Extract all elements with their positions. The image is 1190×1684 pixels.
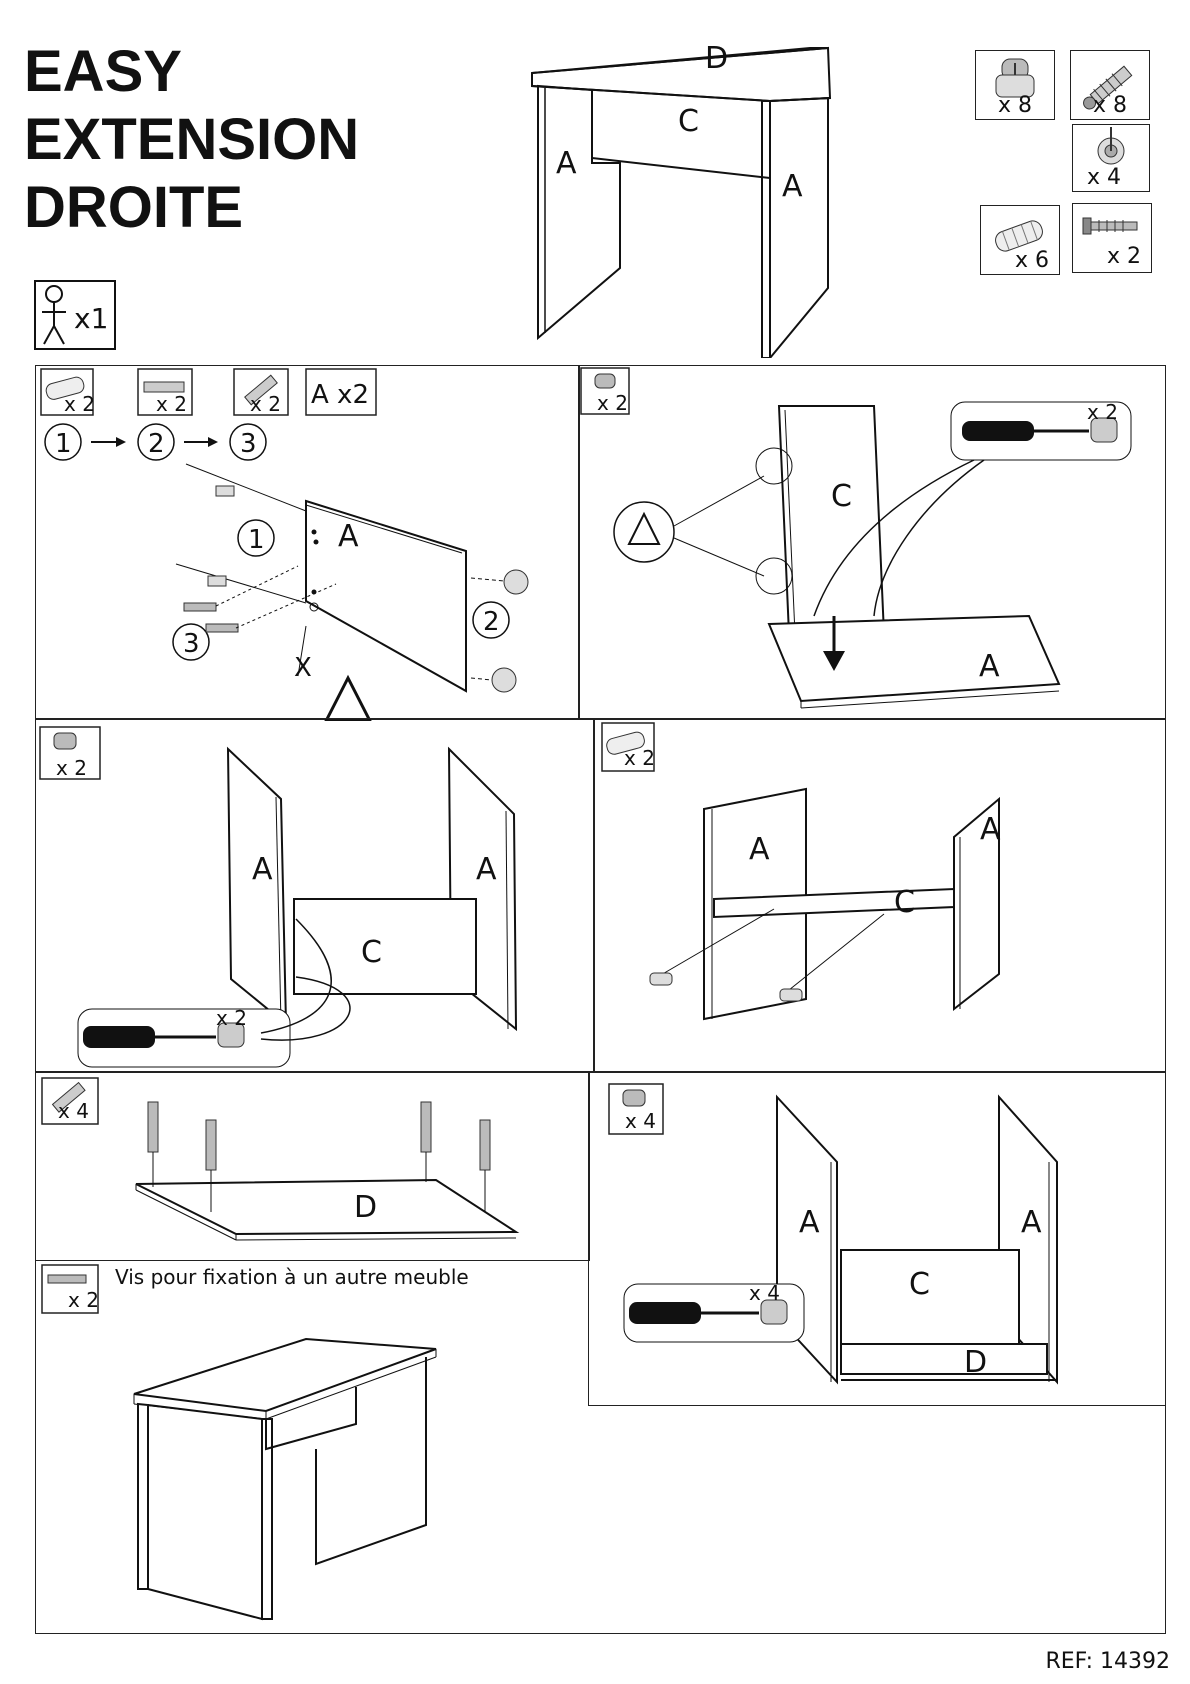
step-7-diagram: x 2 (41, 1264, 437, 1621)
step-3-diagram: x 2 A A C x 2 (39, 726, 518, 1068)
step6-label-c: C (909, 1267, 930, 1302)
step3-label-a2: A (476, 852, 497, 887)
screw-icon (1082, 217, 1138, 235)
step-6-panel: x 4 A A C D x 4 (588, 1071, 1166, 1406)
hero-label-c: C (678, 104, 699, 139)
step-6-diagram: x 4 A A C D x 4 (608, 1083, 1058, 1385)
step4-label-c: C (894, 885, 915, 920)
callout-3: 3 (183, 629, 200, 659)
part-qty: x 8 (1093, 93, 1128, 118)
warning-icon (627, 511, 661, 545)
step-4-panel: x 2 A A C (593, 718, 1166, 1073)
part-screw: x 2 (1072, 203, 1152, 273)
cam-bolt-icon (1083, 65, 1133, 110)
step3-qty-cam: x 2 (56, 756, 87, 780)
step6-label-d: D (964, 1345, 987, 1380)
assembler-count-box: x1 (34, 280, 116, 350)
title-line-2: EXTENSION (24, 107, 360, 172)
title-line-1: EASY (24, 39, 182, 104)
step1-qty-bolt: x 2 (250, 392, 281, 416)
step-5-panel: x 4 D (35, 1071, 590, 1261)
step1-qty-dowel: x 2 (64, 392, 95, 416)
seq-3: 3 (240, 429, 257, 459)
hero-label-d: D (705, 41, 728, 76)
seq-1: 1 (55, 429, 72, 459)
part-qty: x 8 (998, 93, 1033, 118)
step6-qty-driver: x 4 (749, 1281, 780, 1305)
step1-qty-foot: x 2 (156, 392, 187, 416)
step2-qty-driver: x 2 (1087, 400, 1118, 424)
step4-qty-dowel: x 2 (624, 746, 655, 770)
person-icon (42, 285, 66, 345)
cam-lock-icon (995, 58, 1035, 98)
step7-note: Vis pour fixation à un autre meuble (115, 1265, 469, 1289)
screwdriver-icon (962, 421, 1034, 441)
part-cam-bolt: x 8 (1070, 50, 1150, 120)
part-glide-foot: x 4 (1072, 124, 1150, 192)
svg-text:X: X (294, 653, 312, 683)
step-1-diagram: x 2 x 2 x 2 A x2 1 2 3 A 1 2 3 (40, 368, 529, 723)
callout-2: 2 (483, 607, 500, 637)
assembler-count: x1 (74, 302, 109, 335)
seq-2: 2 (148, 429, 165, 459)
step3-qty-driver: x 2 (216, 1006, 247, 1030)
step1-panel-a: A (338, 519, 359, 554)
step-3-panel: x 2 A A C x 2 (35, 718, 595, 1073)
part-cam-lock: x 8 (975, 50, 1055, 120)
step-1-panel: x 2 x 2 x 2 A x2 1 2 3 A 1 2 3 (35, 365, 580, 723)
hero-label-a-left: A (556, 146, 577, 181)
step-2-diagram: x 2 C A x 2 (580, 367, 1132, 709)
part-qty: x 2 (1107, 244, 1142, 269)
part-wood-dowel: x 6 (980, 205, 1060, 275)
step6-label-a2: A (1021, 1205, 1042, 1240)
hero-label-a-right: A (782, 169, 803, 204)
step6-label-a1: A (799, 1205, 820, 1240)
step-7-panel: x 2 (35, 1259, 1166, 1634)
step4-label-a2: A (980, 812, 1001, 847)
part-qty: x 4 (1087, 165, 1122, 190)
page-title: EASY EXTENSION DROITE (24, 38, 359, 242)
step7-qty-screw: x 2 (68, 1288, 99, 1312)
warning-icon (323, 674, 373, 723)
screwdriver-icon (83, 1026, 155, 1048)
glide-foot-icon (1097, 127, 1125, 165)
step-5-diagram: x 4 D (41, 1077, 520, 1241)
wood-dowel-icon (995, 220, 1043, 252)
step5-label-d: D (354, 1190, 377, 1225)
step-2-panel: x 2 C A x 2 (578, 365, 1166, 720)
step6-qty-cam: x 4 (625, 1109, 656, 1133)
step3-label-a1: A (252, 852, 273, 887)
step4-label-a1: A (749, 832, 770, 867)
step3-label-c: C (361, 935, 382, 970)
step1-panel-count: A x2 (311, 380, 369, 410)
reference-number: REF: 14392 (1045, 1649, 1170, 1674)
step-4-diagram: x 2 A A C (601, 722, 1001, 1021)
step5-qty-bolt: x 4 (58, 1099, 89, 1123)
step2-qty-cam: x 2 (597, 391, 628, 415)
title-line-3: DROITE (24, 175, 244, 240)
step2-label-a: A (979, 649, 1000, 684)
step2-label-c: C (831, 479, 852, 514)
hero-desk-diagram: D C A A (531, 41, 832, 358)
screwdriver-icon (629, 1302, 701, 1324)
callout-1: 1 (248, 525, 265, 555)
part-qty: x 6 (1015, 248, 1050, 273)
